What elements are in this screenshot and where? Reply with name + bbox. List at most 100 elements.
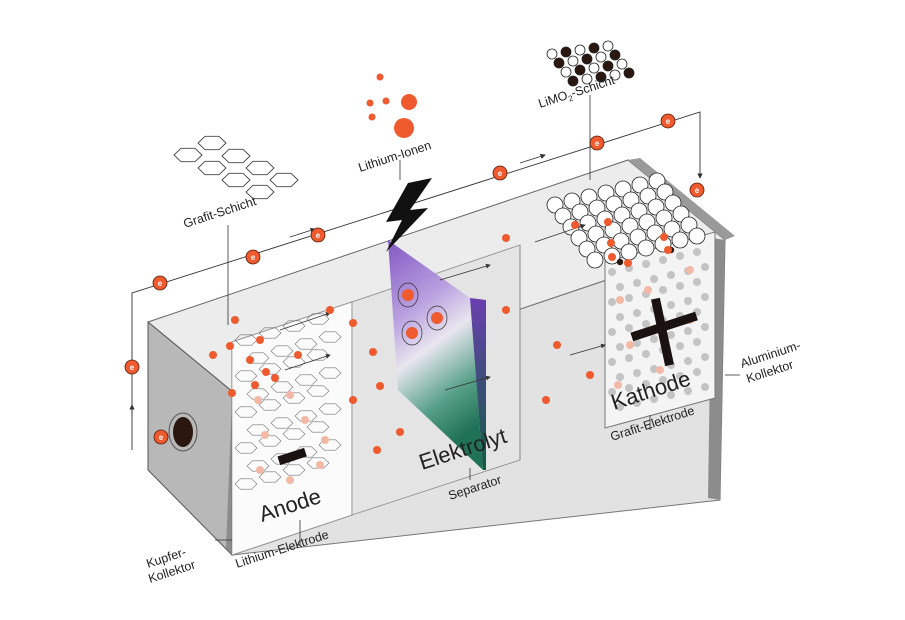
cathode-dot	[693, 248, 701, 256]
lithium-ion	[349, 319, 357, 327]
cathode-dot	[667, 301, 675, 309]
lattice-atom	[602, 60, 614, 72]
cathode-dot	[633, 279, 641, 287]
lattice-atom	[560, 46, 572, 58]
lithium-ion	[502, 234, 510, 242]
cathode-dot	[659, 256, 667, 264]
lattice-atom	[581, 53, 593, 65]
cathode-dot	[633, 369, 641, 377]
cathode-dot	[608, 328, 616, 336]
lithium-ion	[256, 336, 264, 344]
faint-ion	[626, 341, 634, 349]
lattice-atom	[581, 73, 593, 85]
lithium-ion	[366, 99, 374, 107]
lithium-ion	[382, 97, 390, 105]
faint-ion	[656, 366, 664, 374]
lithium-ion	[246, 356, 254, 364]
lattice-atom	[546, 48, 558, 60]
electron	[153, 429, 169, 445]
faint-ion	[254, 396, 262, 404]
hexagon	[245, 160, 275, 176]
hexagon	[258, 399, 282, 411]
hexagon	[197, 135, 227, 151]
electron-label: e	[130, 363, 135, 372]
hexagon	[318, 439, 342, 451]
hexagon	[258, 327, 282, 339]
cathode-dot	[693, 368, 701, 376]
faint-ion	[616, 296, 624, 304]
electron-label: e	[159, 433, 164, 442]
lithium-ion	[271, 374, 279, 382]
lithium-ion	[431, 312, 443, 324]
hexagon	[306, 421, 330, 433]
electron-label: e	[316, 231, 321, 240]
hexagon	[234, 478, 258, 490]
cathode-dot	[701, 323, 709, 331]
hexagon	[246, 388, 270, 400]
lithium-ion	[226, 342, 234, 350]
electron	[124, 359, 140, 375]
cathode-dot	[684, 387, 692, 395]
cathode-dot	[608, 388, 616, 396]
cathode-dot	[642, 350, 650, 358]
cathode-dot	[642, 260, 650, 268]
hexagon	[234, 406, 258, 418]
electron-label: e	[251, 253, 256, 262]
cathode-lattice	[546, 172, 706, 269]
lattice-atom	[609, 49, 621, 61]
cathode-dot	[625, 354, 633, 362]
lattice-atom	[637, 239, 655, 257]
lithium-ion	[604, 218, 612, 226]
lithium-ion	[624, 259, 632, 267]
hexagon	[270, 345, 294, 357]
cathode-dot	[642, 380, 650, 388]
cathode-dot	[676, 282, 684, 290]
hexagon	[282, 392, 306, 404]
lattice-atom	[574, 64, 586, 76]
cathode-dot	[667, 331, 675, 339]
hexagon	[234, 370, 258, 382]
leader-lines	[215, 95, 740, 545]
electron-label: e	[595, 139, 600, 148]
lithium-ion	[326, 306, 334, 314]
electron-label: e	[695, 186, 700, 195]
cathode-dot	[693, 278, 701, 286]
lattice-atom	[595, 51, 607, 63]
lithium-ion	[553, 341, 561, 349]
lithium-ion-icon	[366, 73, 417, 138]
lithium-ion	[228, 389, 236, 397]
cathode-dot	[625, 384, 633, 392]
cathode-dot	[616, 403, 624, 411]
lattice-atom-dark	[616, 258, 624, 266]
cathode-dot	[684, 297, 692, 305]
cathode-dot	[676, 372, 684, 380]
hexagon	[270, 417, 294, 429]
lattice-atom	[688, 227, 706, 245]
cathode-dot	[676, 342, 684, 350]
lithium-ion	[231, 316, 239, 324]
cathode-dot	[650, 275, 658, 283]
lithium-ion	[502, 306, 510, 314]
electron	[245, 249, 261, 265]
lattice-atom	[609, 69, 621, 81]
hexagon	[282, 464, 306, 476]
cathode-dot	[616, 283, 624, 291]
cathode-dot	[608, 358, 616, 366]
cathode-dot	[701, 383, 709, 391]
cathode-dot	[633, 399, 641, 407]
lattice-atom	[602, 40, 614, 52]
cathode-grey-dots	[608, 248, 709, 411]
hexagon	[221, 172, 251, 188]
cathode-dot	[608, 268, 616, 276]
faint-ion	[256, 466, 264, 474]
electron	[660, 113, 676, 129]
electron	[310, 227, 326, 243]
lattice-atom	[567, 55, 579, 67]
ion-ring	[401, 320, 423, 346]
lithium-ion	[369, 348, 377, 356]
ion-ring	[426, 305, 448, 331]
cathode-dot	[667, 271, 675, 279]
lithium-ion	[294, 351, 302, 359]
lattice-atom	[574, 44, 586, 56]
